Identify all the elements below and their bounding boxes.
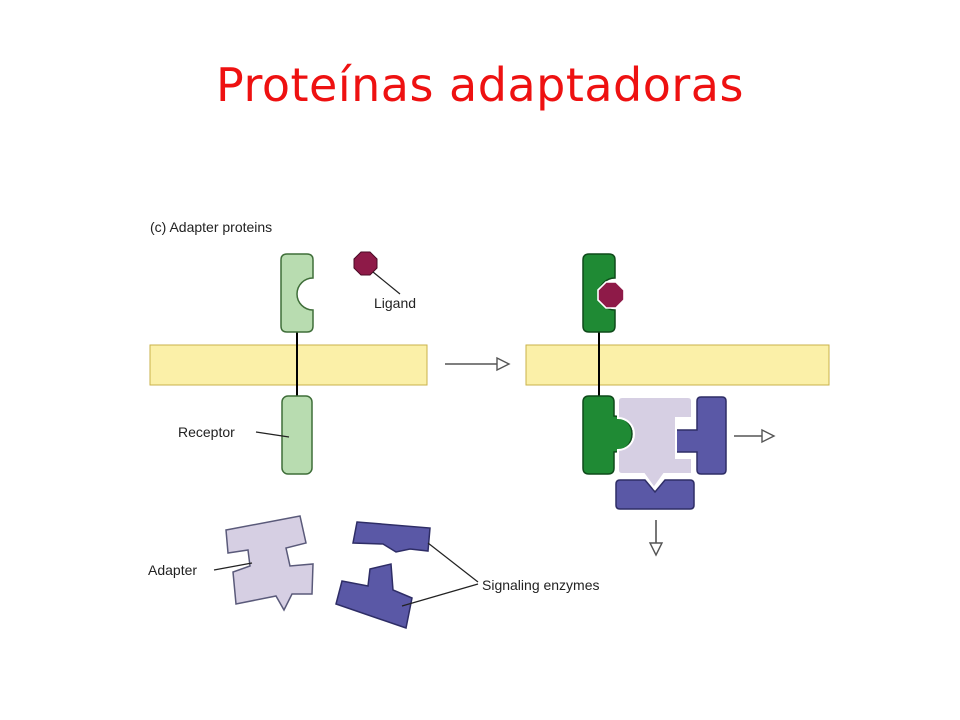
- signaling-enzymes-label: Signaling enzymes: [482, 577, 600, 593]
- adapter-label: Adapter: [148, 562, 197, 578]
- ligand-bound: [597, 281, 625, 309]
- signaling-enzyme-bound-bottom: [615, 479, 695, 510]
- receptor-extracellular-inactive: [280, 253, 314, 333]
- signaling-enzyme-bound-right: [675, 396, 727, 475]
- membrane-right: [525, 344, 830, 386]
- signaling-enzyme-free-top: [352, 521, 431, 553]
- receptor-leader-line: [255, 431, 290, 438]
- receptor-intracellular-inactive: [281, 395, 313, 475]
- receptor-label: Receptor: [178, 424, 235, 440]
- enzymes-leader-line-bottom: [401, 583, 479, 607]
- transition-arrow: [445, 356, 511, 372]
- ligand-leader-line: [372, 271, 401, 295]
- adapter-free: [225, 515, 314, 612]
- signal-arrow-down: [648, 520, 664, 557]
- receptor-intracellular-active: [582, 395, 633, 475]
- adapter-leader-line: [213, 562, 253, 571]
- signaling-enzyme-free-bottom: [335, 563, 413, 629]
- panel-label: (c) Adapter proteins: [150, 219, 272, 235]
- adapter-bound: [617, 396, 693, 490]
- enzymes-leader-line-top: [427, 542, 479, 583]
- ligand-free: [353, 251, 378, 276]
- signal-arrow-right: [734, 428, 776, 444]
- membrane-left: [149, 344, 428, 386]
- slide-title: Proteínas adaptadoras: [216, 58, 744, 112]
- ligand-label: Ligand: [374, 295, 416, 311]
